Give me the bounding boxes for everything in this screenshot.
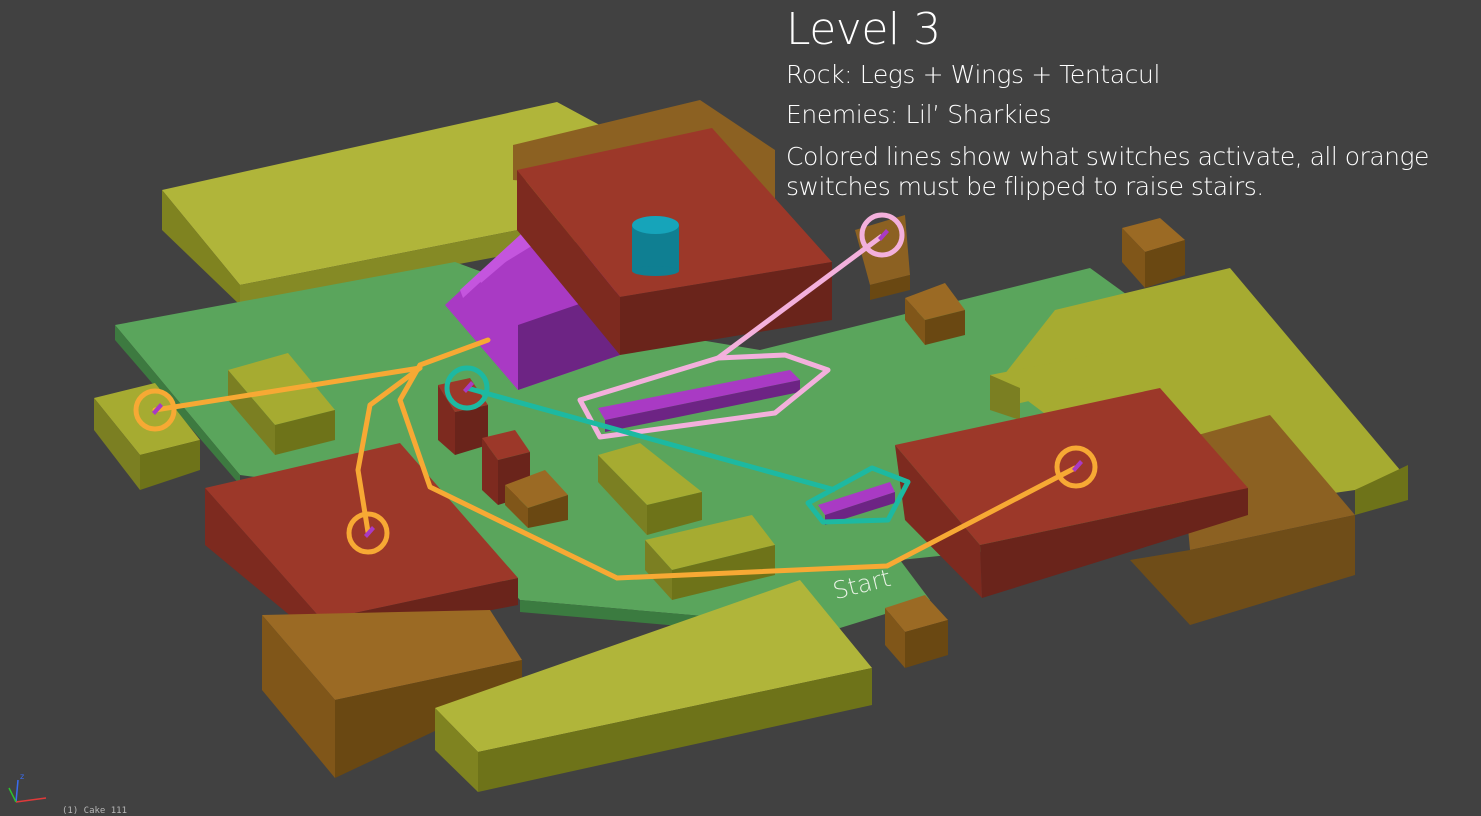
level-title: Level 3 bbox=[786, 4, 941, 55]
red-block-top-center bbox=[513, 100, 832, 355]
yellow-block-left bbox=[94, 353, 335, 490]
switch-note: Colored lines show what switches activat… bbox=[786, 142, 1429, 201]
brown-block-bottom-left bbox=[262, 610, 522, 778]
orange-switch-red-left bbox=[346, 511, 390, 555]
magenta-platforms bbox=[598, 370, 895, 525]
pillar bbox=[632, 216, 679, 276]
brown-cubes bbox=[505, 215, 1185, 668]
orange-switch-left bbox=[133, 388, 177, 432]
yellow-block-bottom bbox=[435, 580, 872, 792]
teal-switch-lines bbox=[466, 385, 911, 525]
axis-gizmo-icon: z bbox=[8, 772, 47, 803]
enemies-text: Enemies: Lil’ Sharkies bbox=[786, 100, 1052, 129]
svg-text:z: z bbox=[20, 772, 24, 781]
yellow-block-center bbox=[598, 443, 775, 600]
viewport-status: (1) Cake 111 bbox=[62, 806, 128, 816]
pink-switch-lines bbox=[577, 233, 884, 440]
pink-switch bbox=[859, 212, 905, 258]
teal-switch bbox=[444, 365, 490, 411]
orange-switch-red-right bbox=[1054, 445, 1098, 489]
orange-switch-lines bbox=[152, 337, 1078, 581]
rock-text: Rock: Legs + Wings + Tentacul bbox=[786, 60, 1161, 89]
red-block-right bbox=[895, 388, 1248, 598]
